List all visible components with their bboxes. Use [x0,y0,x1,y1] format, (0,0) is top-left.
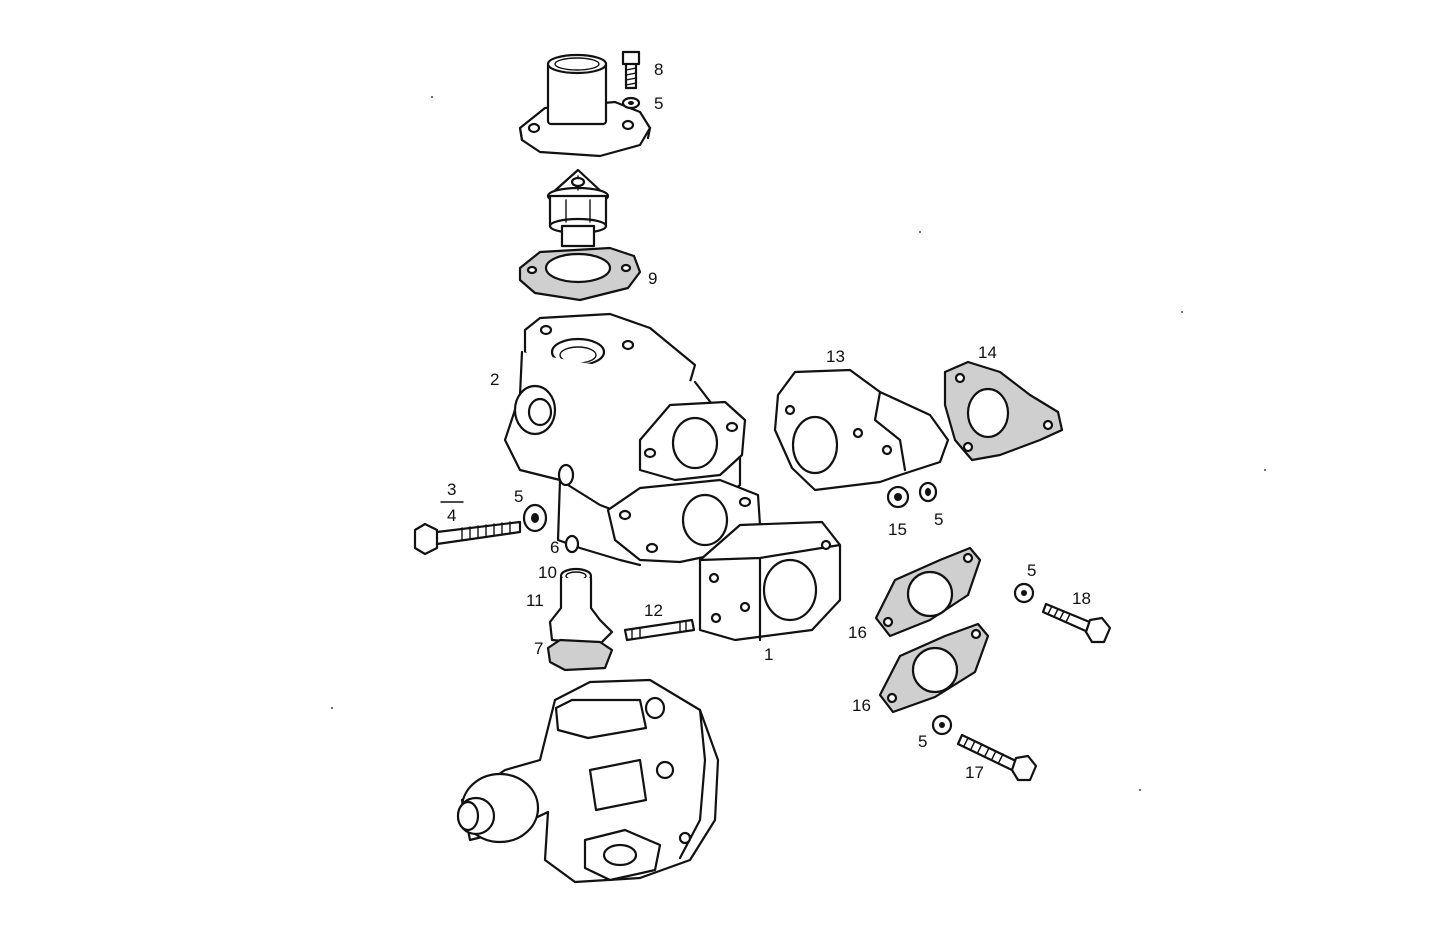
label-2: 2 [490,370,499,389]
label-18: 18 [1072,589,1091,608]
water-pump [456,678,720,884]
spacer-block-1 [698,520,842,642]
bolt-8 [621,50,641,90]
gasket-7 [546,638,614,672]
flange-13 [773,368,950,492]
label-14: 14 [978,343,997,362]
gasket-16-upper [874,546,982,638]
bolt-3-4 [413,520,522,556]
housing-2 [503,312,762,567]
label-16-upper: 16 [848,623,867,642]
label-8: 8 [654,60,663,79]
label-16-lower: 16 [852,696,871,715]
label-5-right: 5 [1027,561,1036,580]
stud-12 [623,618,696,642]
label-5-top: 5 [654,94,663,113]
label-15: 15 [888,520,907,539]
label-17: 17 [965,763,984,782]
label-6: 6 [550,538,559,557]
thermostat-housing-cover [518,53,652,158]
label-7: 7 [534,639,543,658]
label-9: 9 [648,269,657,288]
plug-6 [564,534,580,554]
label-11: 11 [526,591,544,610]
thermostat [546,168,610,248]
label-3: 3 [447,480,456,499]
gasket-9 [518,246,642,302]
gasket-16-lower [878,622,990,714]
label-5-bottom: 5 [918,732,927,751]
label-10: 10 [538,563,557,582]
label-13: 13 [826,347,845,366]
outlet-elbow-11 [548,567,614,646]
bolt-17 [956,733,1038,782]
label-5-mid: 5 [934,510,943,529]
label-1: 1 [764,645,773,664]
label-5-left: 5 [514,487,523,506]
bolt-18 [1041,602,1112,644]
label-12: 12 [644,601,663,620]
gasket-14 [943,360,1064,462]
scan-specks [331,96,1266,791]
label-4: 4 [447,506,456,525]
